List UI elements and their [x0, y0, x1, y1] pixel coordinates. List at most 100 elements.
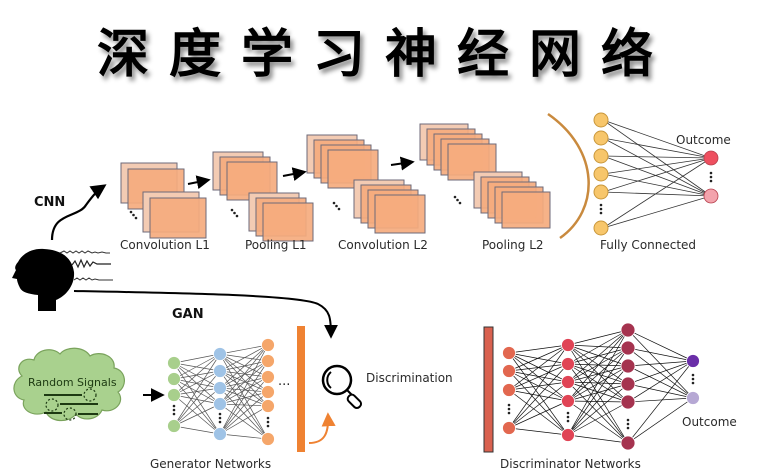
connection	[567, 383, 629, 436]
ellipsis-dot	[172, 404, 176, 408]
ellipsis-dot	[709, 179, 713, 183]
ellipsis-dot	[337, 207, 341, 211]
ellipsis-dot	[566, 411, 570, 415]
ellipsis-dot	[335, 204, 338, 208]
node	[167, 356, 181, 370]
node	[561, 357, 575, 371]
input-node	[593, 184, 609, 200]
connection	[219, 344, 269, 355]
input-node	[593, 148, 609, 164]
ellipsis-dot	[266, 424, 270, 428]
connection	[627, 365, 694, 399]
connection	[219, 344, 269, 435]
connection	[602, 173, 712, 197]
cnn-label: CNN	[34, 195, 65, 210]
ellipsis-dot	[599, 203, 603, 207]
connection	[219, 370, 269, 407]
connection	[567, 365, 629, 402]
stage-arrow	[187, 175, 211, 190]
node	[213, 427, 227, 441]
connection	[627, 360, 694, 403]
node	[261, 354, 275, 368]
gan-label: GAN	[172, 307, 204, 322]
ellipsis-dot	[709, 171, 713, 175]
connection	[219, 360, 269, 405]
node	[502, 383, 516, 397]
gan-section: GAN Random Signals ··· Generator Network…	[13, 290, 737, 471]
ellipsis-dot	[626, 422, 630, 426]
connection	[219, 360, 269, 372]
stage-label: Convolution L1	[120, 238, 210, 252]
ellipsis-dot	[218, 412, 222, 416]
connection	[567, 344, 629, 444]
input-node	[593, 166, 609, 182]
connection	[627, 397, 694, 444]
node	[261, 370, 275, 384]
stage-label: Convolution L2	[338, 238, 428, 252]
discriminator-input-bar	[483, 326, 494, 453]
connection	[567, 329, 629, 383]
connection	[508, 363, 569, 429]
connection	[508, 363, 569, 391]
node	[561, 394, 575, 408]
connection	[219, 405, 269, 435]
ellipsis-dot	[235, 214, 239, 218]
node	[561, 428, 575, 442]
input-node	[593, 112, 609, 128]
connection	[567, 400, 629, 444]
ellipsis-dot	[507, 411, 511, 415]
connection	[602, 155, 712, 197]
discrimination-label: Discrimination	[366, 371, 453, 385]
connection	[173, 370, 221, 380]
connection	[173, 370, 221, 427]
bracket	[547, 112, 590, 240]
connection	[508, 344, 569, 372]
connection	[567, 347, 629, 402]
connection	[173, 394, 221, 405]
node	[502, 346, 516, 360]
connection	[627, 397, 694, 403]
feedback-arrow	[308, 412, 336, 444]
node	[620, 340, 636, 356]
connection	[627, 383, 694, 399]
connection	[602, 119, 712, 159]
connection	[602, 157, 712, 229]
connection	[567, 400, 629, 403]
fc-label: Fully Connected	[600, 238, 696, 252]
node	[502, 421, 516, 435]
connection	[219, 353, 269, 440]
feature-map	[262, 202, 314, 242]
stage-arrow	[282, 167, 307, 181]
connection	[627, 360, 694, 367]
output-node	[703, 150, 719, 166]
connection	[219, 403, 269, 440]
connection	[627, 347, 694, 362]
connection	[219, 376, 269, 405]
connection	[567, 401, 629, 436]
ellipsis-dot	[233, 211, 236, 215]
ellipsis-dot	[230, 208, 234, 212]
node	[167, 372, 181, 386]
connection	[602, 157, 712, 193]
discriminator-network	[502, 322, 700, 451]
connection	[602, 195, 712, 229]
ellipsis-dot	[134, 216, 138, 220]
connection	[508, 381, 569, 429]
cnn-arrow	[50, 184, 107, 241]
input-node	[593, 130, 609, 146]
connection	[173, 362, 221, 372]
disc-outcome-label: Outcome	[682, 415, 737, 429]
feature-map	[501, 191, 551, 229]
connection	[508, 352, 569, 365]
ellipsis-dot	[626, 426, 630, 430]
connection	[508, 400, 569, 429]
connection	[627, 329, 694, 399]
connection	[567, 329, 629, 436]
connection	[219, 391, 269, 435]
ellipsis-dot	[132, 213, 135, 217]
connection	[173, 394, 221, 435]
random-signals-cloud: Random Signals	[13, 347, 125, 422]
ellipsis-dot	[453, 195, 457, 199]
fc-outcome-label: Outcome	[676, 133, 731, 147]
connection	[508, 344, 569, 391]
